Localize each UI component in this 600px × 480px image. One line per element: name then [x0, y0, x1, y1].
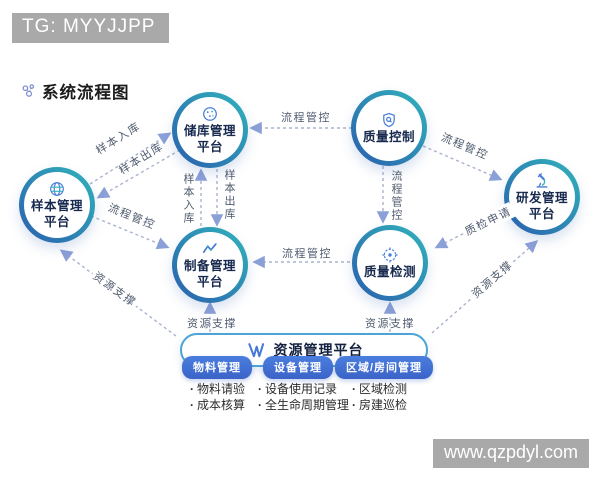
tg-badge: TG: MYYJJPP — [12, 13, 170, 43]
edge-label-inspection-request: 质检申请 — [460, 201, 516, 241]
area-item-list: 区域检测 房建巡检 — [352, 381, 407, 413]
node-quality-inspection: 质量检测 — [352, 225, 428, 301]
list-item: 成本核算 — [190, 397, 245, 413]
microscope-icon — [536, 173, 548, 188]
edge-label-resource-support-sample: 资源支撑 — [88, 266, 142, 312]
edge-label-sample-outbound-vertical: 样本出库 — [223, 169, 235, 221]
node-qc-label: 质量控制 — [362, 129, 415, 144]
node-sample-management: 样本管理 平台 — [19, 167, 95, 243]
edge-label-resource-support-prep: 资源支撑 — [187, 318, 237, 330]
node-storage-management: 储库管理 平台 — [172, 92, 248, 168]
node-sample-label: 样本管理 平台 — [30, 199, 83, 229]
page-title: 系统流程图 — [21, 79, 130, 103]
petri-dish-icon — [203, 107, 217, 122]
list-item: 设备使用记录 — [258, 381, 349, 397]
node-preparation-management: 制备管理 平台 — [172, 227, 248, 303]
list-item: 区域检测 — [352, 381, 407, 397]
edge-label-process-control-sample-prep: 流程管控 — [106, 201, 158, 232]
edge-label-process-control-qc-rnd: 流程管控 — [439, 131, 490, 163]
list-item: 房建巡检 — [352, 397, 407, 413]
pill-equipment-management: 设备管理 — [263, 356, 333, 379]
globe-icon — [50, 182, 64, 197]
edge-label-sample-inbound-vertical: 样本入库 — [182, 173, 194, 225]
node-rnd-management: 研发管理 平台 — [504, 159, 580, 235]
edge-label-process-control-qc-qi: 流程管控 — [390, 170, 402, 222]
shield-search-icon — [383, 112, 395, 128]
pill-material-management: 物料管理 — [182, 356, 252, 379]
edge-label-process-control-qc-storage: 流程管控 — [281, 112, 331, 124]
w-logo-icon — [247, 343, 264, 358]
pill-area-room-management: 区域/房间管理 — [334, 356, 434, 379]
molecule-icon — [22, 84, 35, 97]
node-quality-control: 质量控制 — [351, 90, 427, 166]
edge-label-resource-support-rnd: 资源支撑 — [466, 255, 518, 303]
equipment-item-list: 设备使用记录 全生命周期管理 — [258, 381, 349, 413]
node-rnd-label: 研发管理 平台 — [515, 191, 568, 221]
list-item: 全生命周期管理 — [258, 397, 349, 413]
edge-label-process-control-qi-prep: 流程管控 — [282, 248, 332, 260]
node-storage-label: 储库管理 平台 — [183, 124, 236, 154]
list-item: 物料请验 — [190, 381, 245, 397]
material-item-list: 物料请验 成本核算 — [190, 381, 245, 413]
trend-chart-icon — [202, 243, 217, 254]
node-prep-label: 制备管理 平台 — [183, 259, 236, 289]
resource-platform-title: 资源管理平台 — [273, 342, 364, 358]
target-icon — [382, 247, 398, 263]
site-watermark: www.qzpdyl.com — [433, 439, 590, 468]
page-title-text: 系统流程图 — [42, 84, 130, 102]
node-qi-label: 质量检测 — [363, 264, 416, 279]
edge-label-resource-support-qi: 资源支撑 — [365, 318, 415, 330]
